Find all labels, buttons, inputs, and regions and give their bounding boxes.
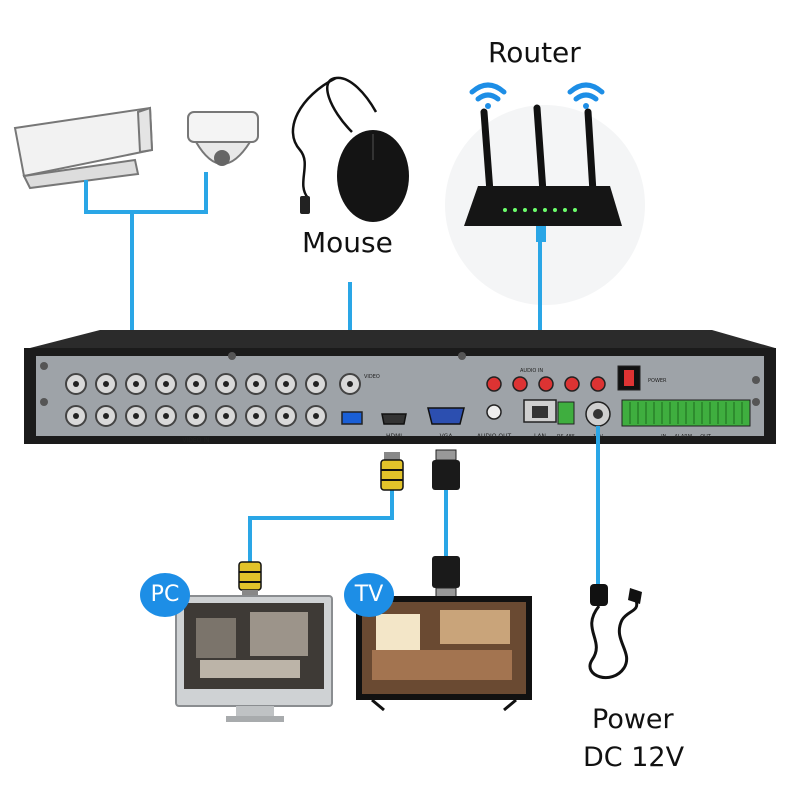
pc-badge: PC [140,573,190,617]
hdmi-connector-icon [380,452,404,491]
mouse-icon [291,76,409,222]
power-switch-label: POWER [648,378,667,384]
video-out-label: VIDEO [364,374,380,380]
rs485-port: RS-485 [557,401,575,440]
alarm-label: IN — ALARM — OUT [661,434,712,440]
power-cord-icon [588,584,642,679]
monitor-icon [175,595,333,722]
vga-label: VGA [440,433,454,440]
router-icon [464,104,622,242]
power-label: Power [592,704,674,735]
vga-port: VGA [427,407,465,440]
router-label: Router [488,36,581,69]
bullet-camera-icon [13,106,154,190]
wifi-icon [567,82,605,109]
power-voltage-label: DC 12V [583,742,685,773]
audio-in-label: AUDIO IN [520,368,543,374]
tv-badge: TV [344,573,394,617]
hdmi-cable [248,490,394,562]
alarm-terminal-screws [629,402,743,424]
mouse-label: Mouse [302,226,393,259]
hdmi-label: HDMI [386,433,402,440]
hdmi-port: HDMI [381,413,407,440]
tv-icon [356,596,532,712]
audio-ports [486,376,606,420]
vga-connector-icon [432,449,460,490]
rs485-label: RS-485 [557,434,575,440]
vga-connector-icon [432,556,460,599]
power-switch: POWER [617,365,667,391]
lan-port: LAN [523,399,557,440]
lan-label: LAN [534,433,546,440]
video-in-label: VIDEO IN [182,437,209,444]
dome-camera-icon [187,111,259,166]
video-input-ports [65,373,361,427]
usb-port [341,411,363,425]
hdmi-connector-icon [238,561,262,598]
wifi-icon [469,82,507,109]
audio-out-label: AUDIO OUT [477,433,512,440]
